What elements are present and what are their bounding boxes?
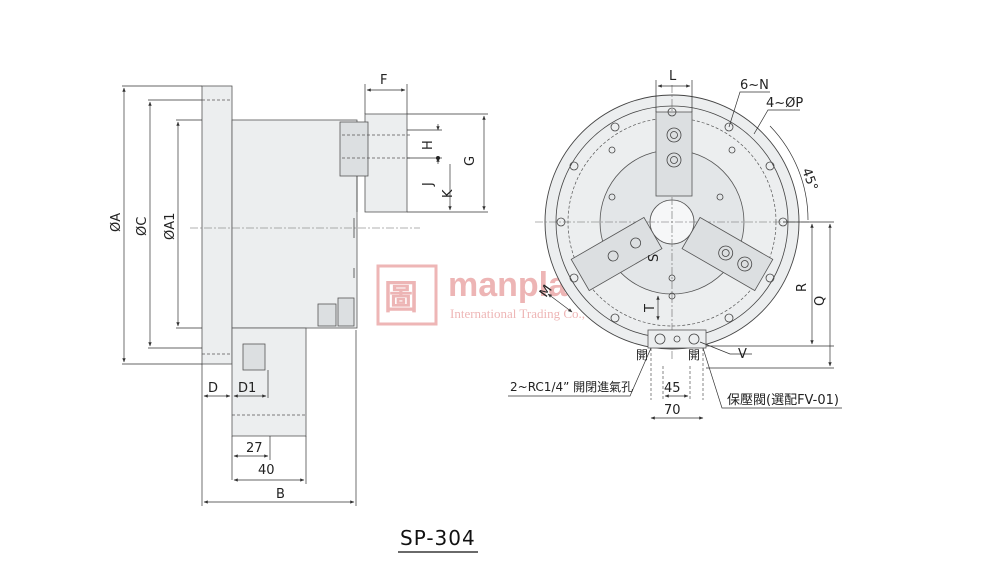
port-label-left: 開 (636, 348, 648, 362)
dim-70: 70 (664, 403, 681, 418)
dim-k: K (441, 189, 456, 198)
dim-oa: ØA (109, 213, 124, 232)
dim-g: G (463, 156, 478, 166)
dim-40: 40 (258, 463, 275, 478)
dim-b: B (276, 487, 285, 502)
dim-r: R (795, 283, 810, 292)
jaw-right (681, 216, 774, 292)
dim-l: L (669, 69, 677, 84)
jaw-left (570, 216, 663, 292)
side-view: ØA ØC ØA1 F G H J K (109, 73, 488, 506)
port-block-front (647, 329, 707, 349)
fitting-b (337, 297, 355, 327)
dim-oa1: ØA1 (163, 213, 178, 240)
dim-oc: ØC (135, 217, 150, 236)
watermark-logo: 圖 (384, 279, 418, 317)
dim-n: 6~N (740, 78, 769, 93)
dim-t: T (643, 304, 658, 313)
fitting-a (317, 303, 337, 327)
dim-d1: D1 (238, 381, 256, 396)
port-fitting (242, 343, 266, 371)
callout-pressure-valve: 保壓閥(選配FV-01) (727, 393, 839, 408)
dim-d: D (208, 381, 218, 396)
dim-j: J (421, 182, 436, 187)
callout-air-inlet: 2~RC1/4” 開閉進氣孔 (510, 380, 633, 394)
dim-h: H (421, 140, 436, 150)
dim-45: 45 (664, 381, 681, 396)
front-cap-block (339, 121, 369, 177)
dim-angle: 45° (798, 166, 820, 193)
body (231, 119, 358, 329)
dim-p: 4~ØP (766, 96, 803, 111)
dim-q: Q (813, 296, 828, 306)
front-view: 開 開 L 6~N 4~ØP 45° R Q S M T V (508, 69, 842, 420)
front-cap (364, 113, 408, 213)
model-title: SP-304 (400, 526, 476, 550)
port-label-right: 開 (688, 348, 700, 362)
bolt-holes (556, 107, 788, 323)
dim-v: V (738, 347, 747, 362)
dim-f: F (380, 73, 387, 88)
flange (201, 85, 233, 365)
jaw-top (655, 111, 693, 197)
dim-27: 27 (246, 441, 263, 456)
dim-s: S (647, 254, 662, 262)
watermark-logo-box (376, 264, 438, 326)
